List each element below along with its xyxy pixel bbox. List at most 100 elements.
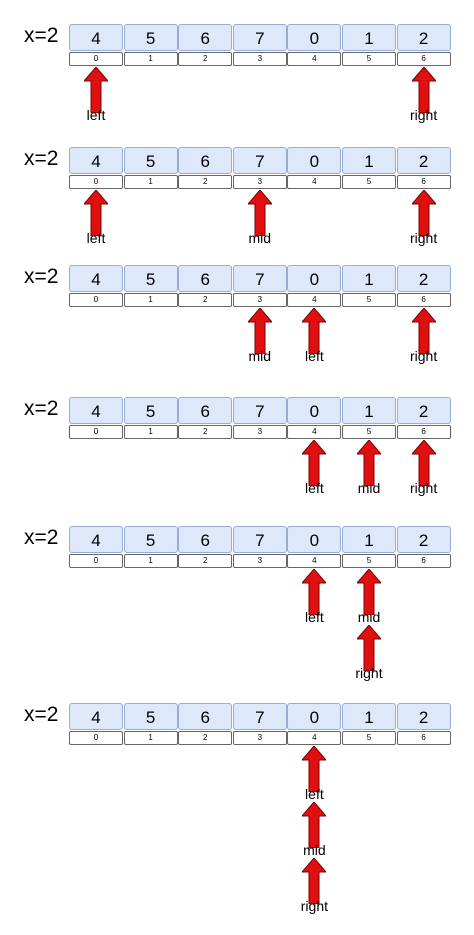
array-cell-2: 6 xyxy=(178,703,233,730)
array-cell-4: 0 xyxy=(287,265,342,292)
array-cell-4: 0 xyxy=(287,147,342,174)
target-label: x=2 xyxy=(24,397,59,420)
index-cell-5: 5 xyxy=(342,175,396,189)
pointer-arrow-left xyxy=(82,66,110,114)
index-cell-5: 5 xyxy=(342,52,396,66)
target-label: x=2 xyxy=(24,24,59,47)
index-cell-0: 0 xyxy=(69,554,123,568)
target-label: x=2 xyxy=(24,526,59,549)
index-cell-6: 6 xyxy=(396,731,451,745)
array-cell-5: 1 xyxy=(342,265,396,292)
array-cell-1: 5 xyxy=(123,397,178,424)
index-cell-5: 5 xyxy=(342,293,396,307)
pointer-label-left: left xyxy=(305,609,324,625)
pointer-arrow-right xyxy=(410,307,437,355)
pointer-arrow-left xyxy=(301,307,328,355)
index-cell-1: 1 xyxy=(123,425,178,439)
index-cell-4: 4 xyxy=(287,554,342,568)
index-cell-2: 2 xyxy=(178,731,233,745)
array-cell-2: 6 xyxy=(178,397,233,424)
array-cell-0: 4 xyxy=(69,24,123,51)
array-cell-6: 2 xyxy=(396,24,451,51)
index-cell-5: 5 xyxy=(342,731,396,745)
array-cell-6: 2 xyxy=(396,526,451,553)
index-cell-0: 0 xyxy=(69,293,123,307)
array-cell-0: 4 xyxy=(69,397,123,424)
pointer-arrow-mid xyxy=(246,189,273,237)
index-cell-3: 3 xyxy=(232,52,287,66)
pointer-label-mid: mid xyxy=(248,230,272,246)
index-cell-0: 0 xyxy=(69,731,123,745)
index-cell-1: 1 xyxy=(123,731,178,745)
pointer-label-mid: mid xyxy=(248,348,272,364)
array-cell-1: 5 xyxy=(123,24,178,51)
array-cell-2: 6 xyxy=(178,526,233,553)
array-cell-0: 4 xyxy=(69,147,123,174)
pointer-label-left: left xyxy=(305,786,324,802)
pointer-label-left: left xyxy=(86,107,106,123)
index-cell-4: 4 xyxy=(287,731,342,745)
pointer-label-right: right xyxy=(300,898,328,914)
array-cell-4: 0 xyxy=(287,397,342,424)
index-cell-0: 0 xyxy=(69,52,123,66)
array-cell-1: 5 xyxy=(123,147,178,174)
index-cell-6: 6 xyxy=(396,293,451,307)
array-cell-5: 1 xyxy=(342,526,396,553)
index-cell-1: 1 xyxy=(123,554,178,568)
pointer-label-mid: mid xyxy=(357,609,381,625)
pointer-arrow-mid xyxy=(355,568,383,616)
pointer-label-right: right xyxy=(409,348,438,364)
index-cell-1: 1 xyxy=(123,52,178,66)
pointer-arrow-left xyxy=(82,189,110,237)
pointer-label-right: right xyxy=(355,665,383,681)
array-cell-6: 2 xyxy=(396,147,451,174)
index-cell-4: 4 xyxy=(287,52,342,66)
index-cell-4: 4 xyxy=(287,425,342,439)
index-cell-0: 0 xyxy=(69,425,123,439)
array-cell-6: 2 xyxy=(396,265,451,292)
array-cell-2: 6 xyxy=(178,24,233,51)
pointer-arrow-left xyxy=(301,568,328,616)
array-cell-4: 0 xyxy=(287,526,342,553)
index-cell-6: 6 xyxy=(396,175,451,189)
index-cell-2: 2 xyxy=(178,293,233,307)
pointer-arrow-left xyxy=(301,439,328,487)
array-cell-5: 1 xyxy=(342,397,396,424)
index-cell-4: 4 xyxy=(287,293,342,307)
pointer-arrow-mid xyxy=(355,439,383,487)
array-cell-3: 7 xyxy=(232,397,287,424)
array-cell-0: 4 xyxy=(69,703,123,730)
index-cell-3: 3 xyxy=(232,425,287,439)
array-cell-1: 5 xyxy=(123,265,178,292)
index-cell-1: 1 xyxy=(123,293,178,307)
index-cell-3: 3 xyxy=(232,731,287,745)
array-cell-5: 1 xyxy=(342,147,396,174)
pointer-label-left: left xyxy=(305,480,324,496)
index-cell-3: 3 xyxy=(232,293,287,307)
pointer-arrow-right xyxy=(410,439,437,487)
pointer-arrow-right xyxy=(410,66,437,114)
array-cell-3: 7 xyxy=(232,147,287,174)
pointer-arrow-right xyxy=(355,624,383,672)
target-label: x=2 xyxy=(24,147,59,170)
index-cell-3: 3 xyxy=(232,554,287,568)
pointer-label-mid: mid xyxy=(303,842,326,858)
array-cell-1: 5 xyxy=(123,703,178,730)
pointer-label-mid: mid xyxy=(357,480,381,496)
pointer-label-left: left xyxy=(305,348,324,364)
target-label: x=2 xyxy=(24,265,59,288)
array-cell-1: 5 xyxy=(123,526,178,553)
pointer-arrow-mid xyxy=(301,801,328,849)
index-cell-6: 6 xyxy=(396,425,451,439)
array-cell-5: 1 xyxy=(342,24,396,51)
index-cell-5: 5 xyxy=(342,554,396,568)
pointer-arrow-right xyxy=(410,189,437,237)
array-cell-4: 0 xyxy=(287,24,342,51)
array-cell-2: 6 xyxy=(178,147,233,174)
index-cell-1: 1 xyxy=(123,175,178,189)
index-cell-2: 2 xyxy=(178,175,233,189)
array-cell-3: 7 xyxy=(232,24,287,51)
